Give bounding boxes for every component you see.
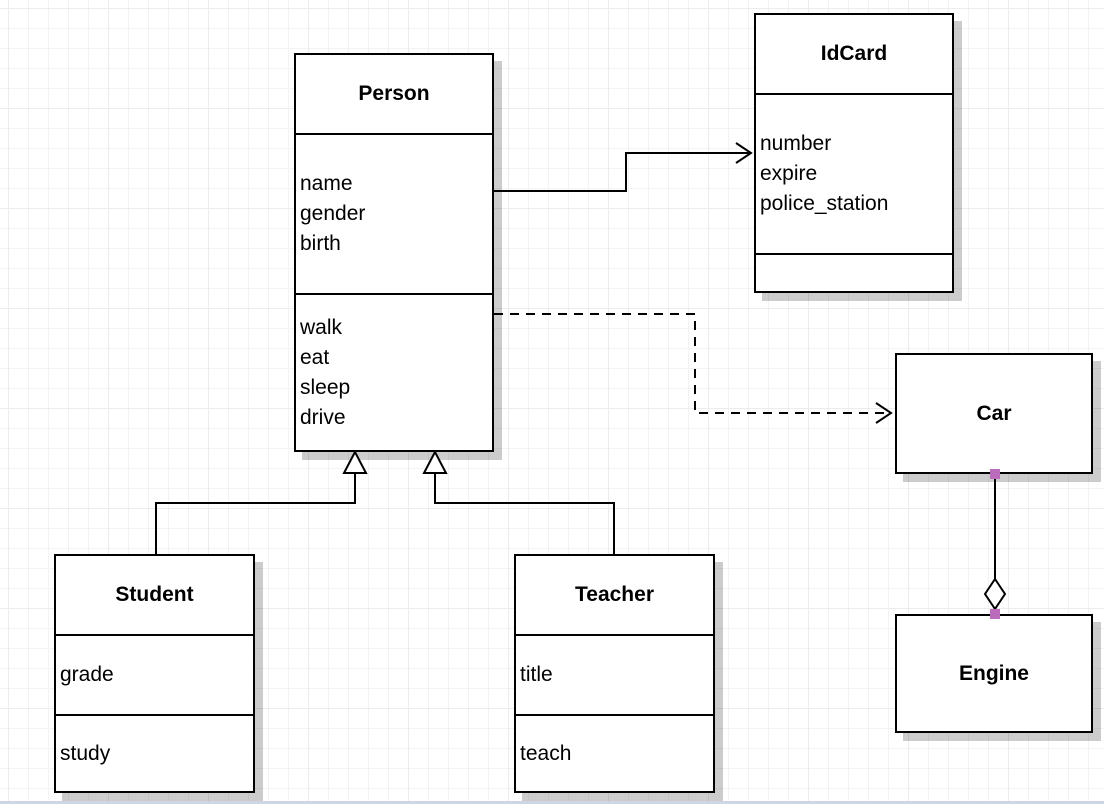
class-box-student[interactable]: Student grade study — [54, 554, 255, 793]
method: drive — [300, 405, 346, 429]
dependency-line[interactable] — [494, 313, 888, 414]
open-arrowhead-car — [875, 402, 893, 424]
attribute: name — [300, 172, 353, 195]
teacher-attributes-section: title — [516, 634, 713, 714]
method: eat — [300, 345, 330, 369]
class-title-person: Person — [358, 82, 430, 105]
attribute: police_station — [760, 192, 889, 215]
class-title-car: Car — [976, 401, 1012, 425]
generalization-line-student[interactable] — [155, 474, 356, 554]
association-line[interactable] — [494, 152, 750, 192]
edge-aggregation-car-engine[interactable] — [983, 469, 1007, 619]
method: teach — [520, 741, 572, 765]
attribute: birth — [300, 232, 341, 255]
class-box-idcard[interactable]: IdCard number expire police_station — [754, 13, 954, 293]
hollow-triangle-arrowhead-student — [342, 449, 368, 474]
edge-association-person-idcard[interactable] — [494, 142, 753, 192]
method: sleep — [300, 375, 351, 399]
attribute: gender — [300, 202, 366, 225]
edge-dependency-person-car[interactable] — [494, 313, 893, 424]
generalization-line-teacher[interactable] — [434, 474, 615, 554]
edge-generalization-teacher-person[interactable] — [422, 449, 615, 554]
person-methods-section: walk eat sleep drive — [296, 293, 492, 450]
idcard-methods-section-empty — [756, 253, 952, 291]
class-title-engine: Engine — [958, 661, 1029, 685]
person-attributes-section: name gender birth — [296, 133, 492, 293]
method: walk — [300, 315, 343, 339]
attribute: expire — [760, 162, 818, 185]
class-box-person[interactable]: Person name gender birth walk eat sleep … — [294, 53, 494, 452]
attribute: number — [760, 132, 832, 155]
idcard-attributes-section: number expire police_station — [756, 93, 952, 253]
hollow-diamond-arrowhead — [983, 577, 1007, 611]
class-box-engine[interactable]: Engine — [895, 614, 1093, 733]
teacher-methods-section: teach — [516, 714, 713, 791]
student-attributes-section: grade — [56, 634, 253, 714]
attribute: grade — [60, 663, 114, 686]
canvas-bottom-edge — [0, 801, 1104, 804]
class-title-idcard: IdCard — [820, 42, 888, 65]
hollow-triangle-arrowhead-teacher — [422, 449, 448, 474]
method: study — [60, 741, 111, 765]
open-arrowhead-idcard — [735, 142, 753, 164]
edge-generalization-student-person[interactable] — [155, 449, 368, 554]
student-methods-section: study — [56, 714, 253, 791]
class-title-teacher: Teacher — [575, 583, 654, 606]
class-box-teacher[interactable]: Teacher title teach — [514, 554, 715, 793]
class-box-car[interactable]: Car — [895, 353, 1093, 474]
class-title-student: Student — [115, 583, 194, 606]
attribute: title — [520, 663, 553, 686]
